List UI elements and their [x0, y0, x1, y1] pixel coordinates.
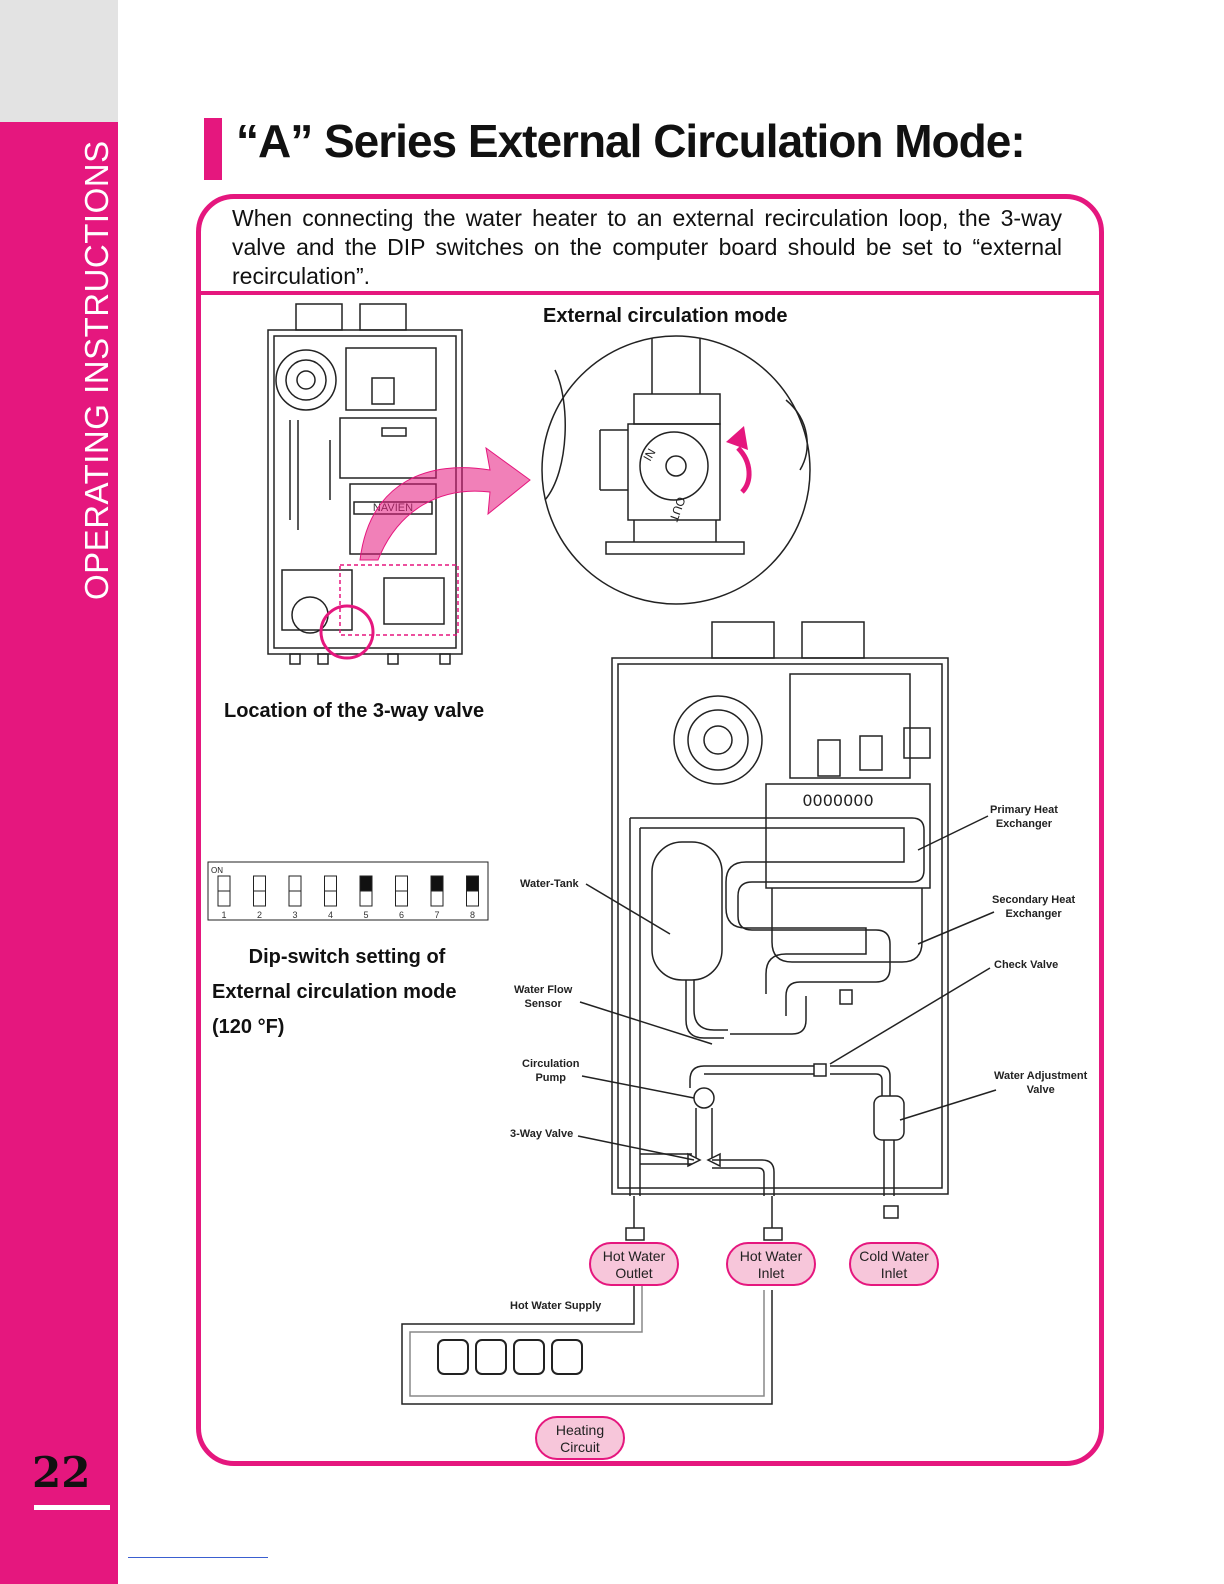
dip-switch-1-knob: [217, 890, 231, 907]
schematic: [401, 621, 949, 1405]
dip-switch-4-knob: [324, 890, 337, 907]
dip-switch-1-number: 1: [221, 910, 226, 920]
title-accent-bar: [204, 118, 222, 180]
label-primary-hx-line2: Exchanger: [995, 818, 1053, 830]
label-primary-hx-line1: Primary Heat: [990, 804, 1058, 816]
rotate-arrow-head-icon: [726, 426, 748, 450]
page-title: “A” Series External Circulation Mode:: [236, 115, 1026, 167]
label-water-flow-sensor: Water Flow Sensor: [514, 983, 572, 1011]
dip-switch-5-knob: [359, 875, 373, 892]
dip-switch-8-number: 8: [470, 910, 475, 920]
dip-switch-7-number: 7: [434, 910, 439, 920]
dip-switch-6-knob: [395, 890, 408, 907]
dip-switch-3: 3: [288, 875, 302, 920]
page-number: 22: [32, 1448, 91, 1497]
dip-caption-line2: External circulation mode: [212, 981, 457, 1003]
leader-lines: [577, 815, 997, 1161]
valve-zoom-view: IN OUT: [541, 335, 811, 605]
label-water-flow-sensor-line1: Water Flow: [514, 984, 573, 996]
content-frame: [196, 194, 1104, 1466]
dip-switch-3-knob: [288, 890, 302, 907]
primary-hx-fins-icon: 0000000: [802, 791, 873, 810]
valve-view-caption: External circulation mode: [543, 305, 788, 327]
dip-switch-block: 1 2 3 4 5 6 7 8: [207, 861, 489, 921]
label-water-adjustment-valve-line2: Valve: [1026, 1084, 1055, 1096]
svg-text:0000000: 0000000: [802, 791, 873, 810]
dip-switch-8-knob: [466, 875, 479, 892]
pill-cold-water-inlet: Cold Water Inlet: [849, 1242, 939, 1286]
pill-hot-water-outlet: Hot Water Outlet: [589, 1242, 679, 1286]
label-secondary-hx-line2: Exchanger: [1005, 908, 1062, 920]
label-secondary-hx: Secondary Heat Exchanger: [992, 893, 1075, 921]
dip-on-label: ON: [211, 866, 223, 875]
dip-switch-2-number: 2: [257, 910, 262, 920]
label-check-valve: Check Valve: [994, 959, 1059, 971]
intro-paragraph: When connecting the water heater to an e…: [232, 205, 1062, 289]
dip-switch-2: 2: [253, 875, 266, 920]
dip-caption-line1: Dip-switch setting of: [248, 946, 446, 968]
label-three-way-valve: 3-Way Valve: [510, 1128, 574, 1140]
rotate-arrow-icon: [736, 446, 752, 494]
label-circulation-pump: Circulation Pump: [522, 1057, 579, 1085]
frame-divider: [200, 291, 1100, 295]
pill-hot-water-outlet-line1: Hot Water: [602, 1248, 666, 1264]
label-water-tank: Water-Tank: [520, 878, 579, 890]
sidebar: [0, 122, 118, 1584]
dip-switch-7: 7: [430, 875, 444, 920]
label-primary-hx: Primary Heat Exchanger: [990, 803, 1058, 831]
pill-hot-water-inlet: Hot Water Inlet: [726, 1242, 816, 1286]
valve-location-caption: Location of the 3-way valve: [224, 700, 485, 722]
label-water-adjustment-valve: Water Adjustment Valve: [994, 1069, 1087, 1097]
dip-caption: Dip-switch setting of External circulati…: [212, 940, 492, 1045]
pill-heating-circuit-line1: Heating: [555, 1422, 605, 1438]
footer-rule: [128, 1557, 268, 1558]
dip-switch-3-number: 3: [292, 910, 297, 920]
label-circulation-pump-line1: Circulation: [522, 1058, 580, 1070]
dip-switch-1: 1: [217, 875, 231, 920]
pill-heating-circuit-line2: Circuit: [560, 1439, 600, 1455]
pill-cold-water-inlet-line2: Inlet: [880, 1265, 908, 1281]
sidebar-top-block: [0, 0, 118, 122]
pill-hot-water-inlet-line1: Hot Water: [739, 1248, 803, 1264]
dip-switch-6-number: 6: [399, 910, 404, 920]
pill-cold-water-inlet-line1: Cold Water: [859, 1248, 929, 1264]
dip-switch-8: 8: [466, 875, 479, 920]
dip-switch-7-knob: [430, 875, 444, 892]
dip-switch-6: 6: [395, 875, 408, 920]
dip-switch-4: 4: [324, 875, 337, 920]
dip-switch-2-knob: [253, 890, 266, 907]
dip-caption-line3: (120 °F): [212, 1016, 285, 1038]
valve-location-circle: [319, 604, 375, 660]
dip-switch-5: 5: [359, 875, 373, 920]
label-hot-water-supply: Hot Water Supply: [510, 1300, 602, 1312]
pill-hot-water-inlet-line2: Inlet: [757, 1265, 785, 1281]
label-water-adjustment-valve-line1: Water Adjustment: [994, 1070, 1088, 1082]
radiators: [437, 1339, 583, 1375]
pill-heating-circuit: Heating Circuit: [535, 1416, 625, 1460]
curved-arrow-icon: [359, 446, 531, 561]
valve-region-highlight: [339, 564, 459, 636]
page-number-rule: [34, 1505, 110, 1510]
label-secondary-hx-line1: Secondary Heat: [992, 894, 1076, 906]
label-water-flow-sensor-line2: Sensor: [524, 998, 562, 1010]
label-circulation-pump-line2: Pump: [535, 1072, 566, 1084]
pill-hot-water-outlet-line2: Outlet: [615, 1265, 653, 1281]
dip-switch-4-number: 4: [328, 910, 333, 920]
dip-switch-5-number: 5: [363, 910, 368, 920]
